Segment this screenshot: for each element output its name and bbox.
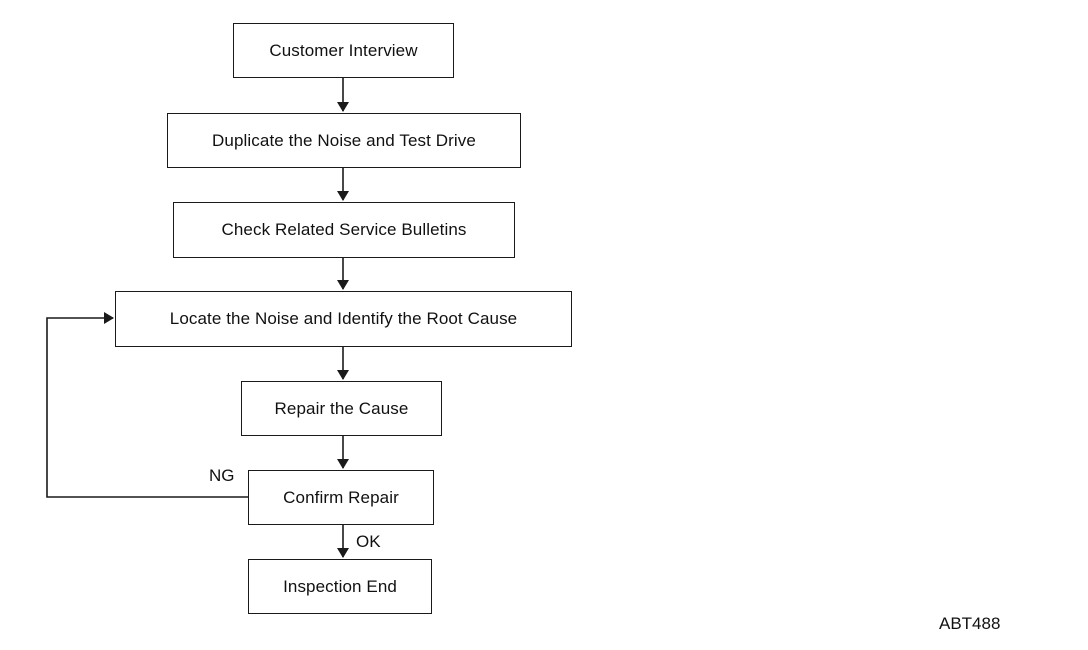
customer-interview-box: Customer Interview	[233, 23, 454, 78]
locate-noise-box: Locate the Noise and Identify the Root C…	[115, 291, 572, 347]
ng-loop-arrow	[46, 312, 248, 498]
figure-code: ABT488	[939, 614, 1001, 633]
ok-branch-label: OK	[356, 532, 381, 551]
inspection-end-label: Inspection End	[283, 576, 397, 596]
repair-cause-label: Repair the Cause	[274, 398, 409, 418]
confirm-repair-label: Confirm Repair	[283, 487, 399, 507]
inspection-end-box: Inspection End	[248, 559, 432, 614]
ng-branch-label: NG	[209, 466, 235, 485]
repair-cause-box: Repair the Cause	[241, 381, 442, 436]
duplicate-noise-label: Duplicate the Noise and Test Drive	[212, 130, 476, 150]
check-bulletins-label: Check Related Service Bulletins	[221, 220, 467, 239]
check-bulletins-box: Check Related Service Bulletins	[173, 202, 515, 258]
duplicate-noise-box: Duplicate the Noise and Test Drive	[167, 113, 521, 168]
confirm-repair-box: Confirm Repair	[248, 470, 434, 525]
locate-noise-label: Locate the Noise and Identify the Root C…	[169, 309, 518, 328]
customer-interview-label: Customer Interview	[269, 40, 418, 60]
